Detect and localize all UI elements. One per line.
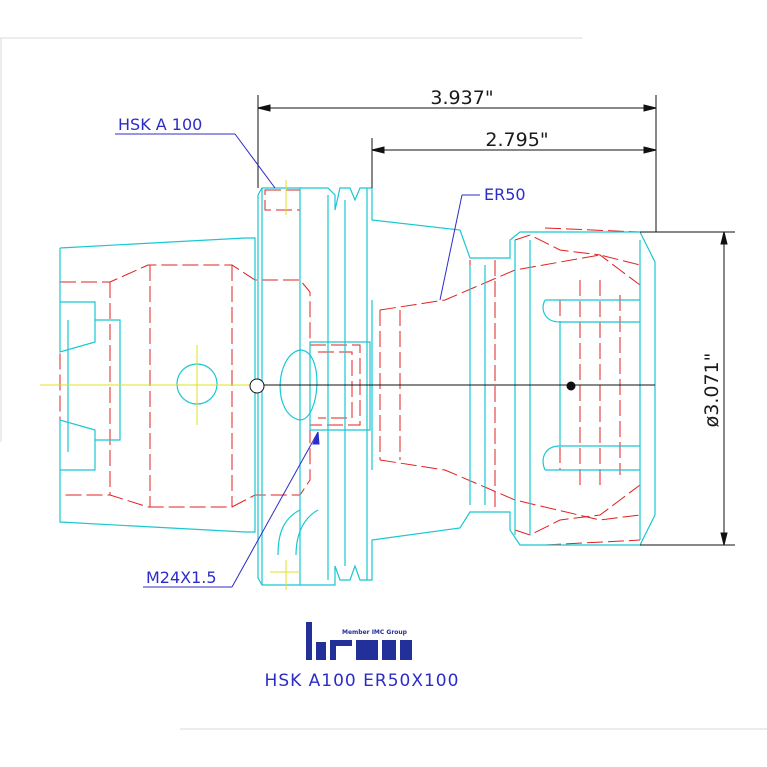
dimension-lines — [257, 95, 735, 546]
tool-outline — [59, 187, 656, 586]
callout-leaders — [115, 133, 480, 588]
axis-line — [249, 378, 655, 394]
callout-er50: ER50 — [484, 185, 526, 204]
diameter-dimension: ø3.071" — [701, 353, 723, 428]
gauge-point-left — [249, 378, 265, 394]
centerlines — [40, 180, 300, 590]
overall-length-dimension: 3.937" — [430, 87, 493, 109]
callout-hsk-interface: HSK A 100 — [118, 115, 202, 134]
gauge-point-right — [566, 381, 576, 391]
logo-mark — [306, 622, 412, 660]
gauge-length-dimension: 2.795" — [485, 129, 548, 151]
frame-lines — [0, 37, 767, 730]
drawing-caption: HSK A100 ER50X100 — [265, 671, 460, 691]
logo-tagline: Member IMC Group — [342, 629, 408, 636]
iscar-logo: Member IMC Group iscar — [306, 622, 412, 660]
callout-thread: M24X1.5 — [146, 568, 217, 587]
